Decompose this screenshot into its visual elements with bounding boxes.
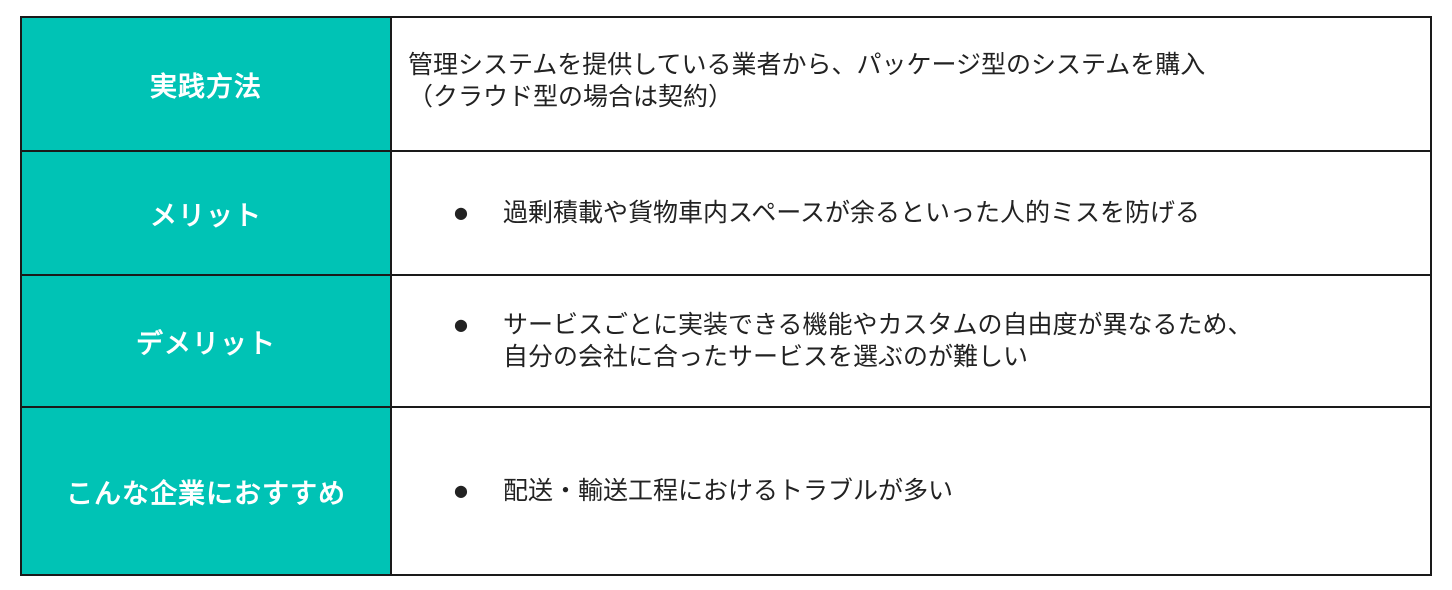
row-content-demerit: ● サービスごとに実装できる機能やカスタムの自由度が異なるため、 自分の会社に合… [390,274,1432,408]
bullet-icon: ● [454,481,468,500]
demerit-bullet-item: ● サービスごとに実装できる機能やカスタムの自由度が異なるため、 自分の会社に合… [392,309,1430,373]
row-label-recommended: こんな企業におすすめ [20,406,392,576]
row-label-demerit: デメリット [20,274,392,408]
row-content-recommended: ● 配送・輸送工程におけるトラブルが多い [390,406,1432,576]
row-recommended: こんな企業におすすめ ● 配送・輸送工程におけるトラブルが多い [20,406,1432,576]
demerit-line-2: 自分の会社に合ったサービスを選ぶのが難しい [503,342,1029,371]
method-text: 管理システムを提供している業者から、パッケージ型のシステムを購入 （クラウド型の… [392,49,1430,119]
recommended-text: 配送・輸送工程におけるトラブルが多い [503,475,1414,507]
method-line-2: （クラウド型の場合は契約） [408,82,734,111]
row-content-merit: ● 過剰積載や貨物車内スペースが余るといった人的ミスを防げる [390,150,1432,276]
method-line-1: 管理システムを提供している業者から、パッケージ型のシステムを購入 [408,50,1206,79]
row-label-method: 実践方法 [20,16,392,152]
demerit-line-1: サービスごとに実装できる機能やカスタムの自由度が異なるため、 [503,310,1253,339]
row-merit: メリット ● 過剰積載や貨物車内スペースが余るといった人的ミスを防げる [20,150,1432,276]
row-method: 実践方法 管理システムを提供している業者から、パッケージ型のシステムを購入 （ク… [20,16,1432,152]
merit-text: 過剰積載や貨物車内スペースが余るといった人的ミスを防げる [503,197,1414,229]
row-content-method: 管理システムを提供している業者から、パッケージ型のシステムを購入 （クラウド型の… [390,16,1432,152]
recommended-bullet-item: ● 配送・輸送工程におけるトラブルが多い [392,475,1430,507]
merit-bullet-item: ● 過剰積載や貨物車内スペースが余るといった人的ミスを防げる [392,197,1430,229]
comparison-table: 実践方法 管理システムを提供している業者から、パッケージ型のシステムを購入 （ク… [20,16,1432,576]
bullet-icon: ● [454,203,468,222]
row-demerit: デメリット ● サービスごとに実装できる機能やカスタムの自由度が異なるため、 自… [20,274,1432,408]
demerit-text: サービスごとに実装できる機能やカスタムの自由度が異なるため、 自分の会社に合った… [503,309,1414,373]
merit-line-1: 過剰積載や貨物車内スペースが余るといった人的ミスを防げる [503,198,1201,227]
bullet-icon: ● [454,315,468,334]
recommended-line-1: 配送・輸送工程におけるトラブルが多い [503,476,954,505]
row-label-merit: メリット [20,150,392,276]
